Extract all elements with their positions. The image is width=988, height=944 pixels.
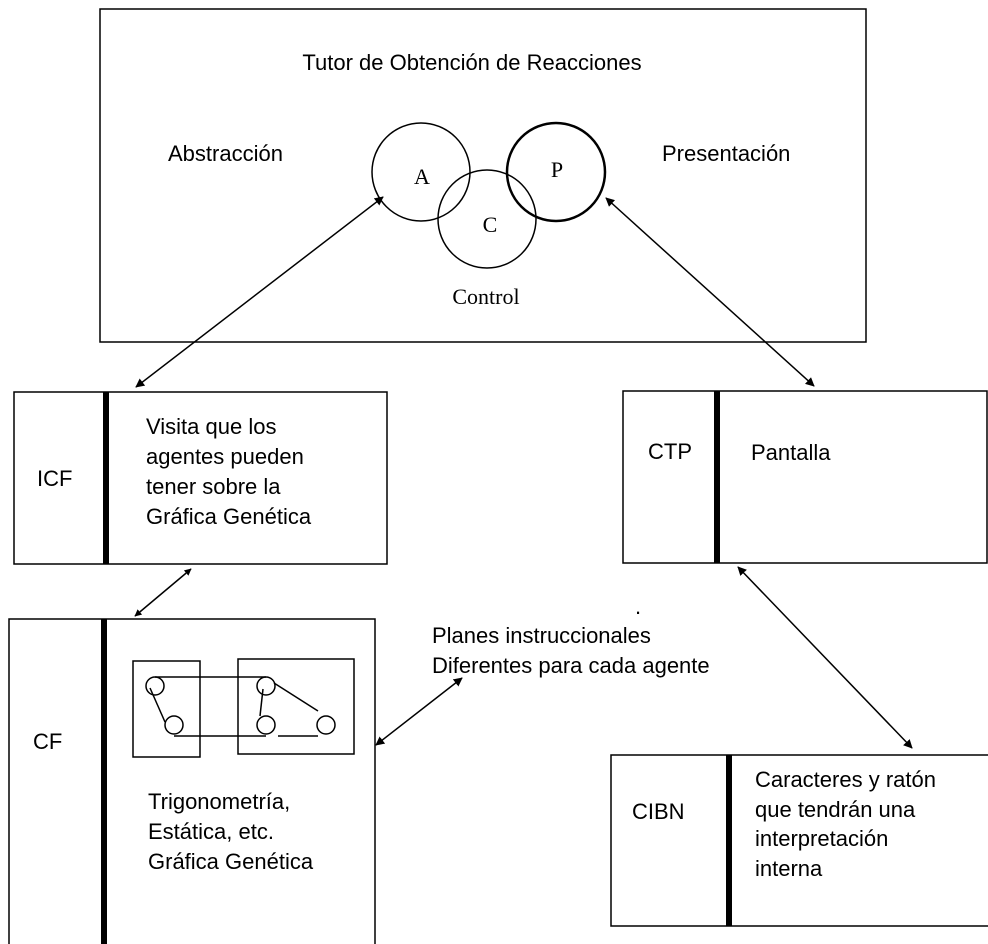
graph-node — [256, 715, 276, 735]
arrow-cf-plans — [375, 677, 463, 746]
graph-node — [256, 676, 276, 696]
presentation-label: Presentación — [662, 141, 790, 166]
cf-box-frame — [8, 618, 376, 944]
cibn-text-line-2: que tendrán una — [755, 797, 916, 822]
cf-box: CF Trigonometría, Estática, etc. Gráfica… — [8, 618, 376, 944]
graph-node — [145, 676, 165, 696]
stray-dot: . — [635, 594, 641, 619]
ctp-box: CTP Pantalla — [622, 390, 988, 564]
cibn-box-frame — [610, 754, 988, 927]
icf-code: ICF — [37, 466, 72, 491]
icf-text-line-4: Gráfica Genética — [146, 504, 312, 529]
tutor-box: Tutor de Obtención de Reacciones Abstrac… — [99, 8, 867, 343]
cf-text-line-2: Estática, etc. — [148, 819, 274, 844]
graph-right-frame — [237, 658, 355, 755]
icf-text-line-3: tener sobre la — [146, 474, 281, 499]
cibn-box: CIBN Caracteres y ratón que tendrán una … — [610, 754, 988, 927]
genetic-graph-illustration — [132, 658, 355, 758]
graph-node — [164, 715, 184, 735]
icf-text-line-2: agentes pueden — [146, 444, 304, 469]
control-label: Control — [452, 284, 519, 309]
ctp-code: CTP — [648, 439, 692, 464]
icf-box: ICF Visita que los agentes pueden tener … — [13, 391, 388, 565]
plans-line-1: Planes instruccionales — [432, 623, 651, 648]
icf-text-line-1: Visita que los — [146, 414, 276, 439]
cibn-text-line-3: interpretación — [755, 826, 888, 851]
tutor-title: Tutor de Obtención de Reacciones — [302, 50, 641, 75]
cibn-code: CIBN — [632, 799, 685, 824]
ctp-box-frame — [622, 390, 988, 564]
instructional-plans-note: . Planes instruccionales Diferentes para… — [432, 594, 710, 678]
plans-line-2: Diferentes para cada agente — [432, 653, 710, 678]
icf-box-frame — [13, 391, 388, 565]
graph-node — [316, 715, 336, 735]
cf-code: CF — [33, 729, 62, 754]
graph-left-frame — [132, 660, 201, 758]
cibn-text-line-4: interna — [755, 856, 823, 881]
cf-text-line-1: Trigonometría, — [148, 789, 290, 814]
presentation-circle — [505, 121, 607, 223]
arrow-icf-cf — [134, 568, 192, 617]
cibn-text-line-1: Caracteres y ratón — [755, 767, 936, 792]
ctp-label: Pantalla — [751, 440, 831, 465]
cf-text-line-3: Gráfica Genética — [148, 849, 314, 874]
arrow-icf-abstraction — [135, 196, 384, 388]
circle-p-letter: P — [551, 157, 563, 182]
control-circle — [437, 169, 537, 269]
circle-a-letter: A — [414, 164, 430, 189]
arrow-ctp-presentation — [605, 197, 815, 387]
tutor-box-frame — [99, 8, 867, 343]
circle-c-letter: C — [483, 212, 498, 237]
arrow-ctp-cibn — [737, 566, 913, 749]
graph-edge — [149, 687, 166, 723]
abstraction-label: Abstracción — [168, 141, 283, 166]
abstraction-circle — [371, 122, 471, 222]
graph-edge — [273, 682, 319, 712]
